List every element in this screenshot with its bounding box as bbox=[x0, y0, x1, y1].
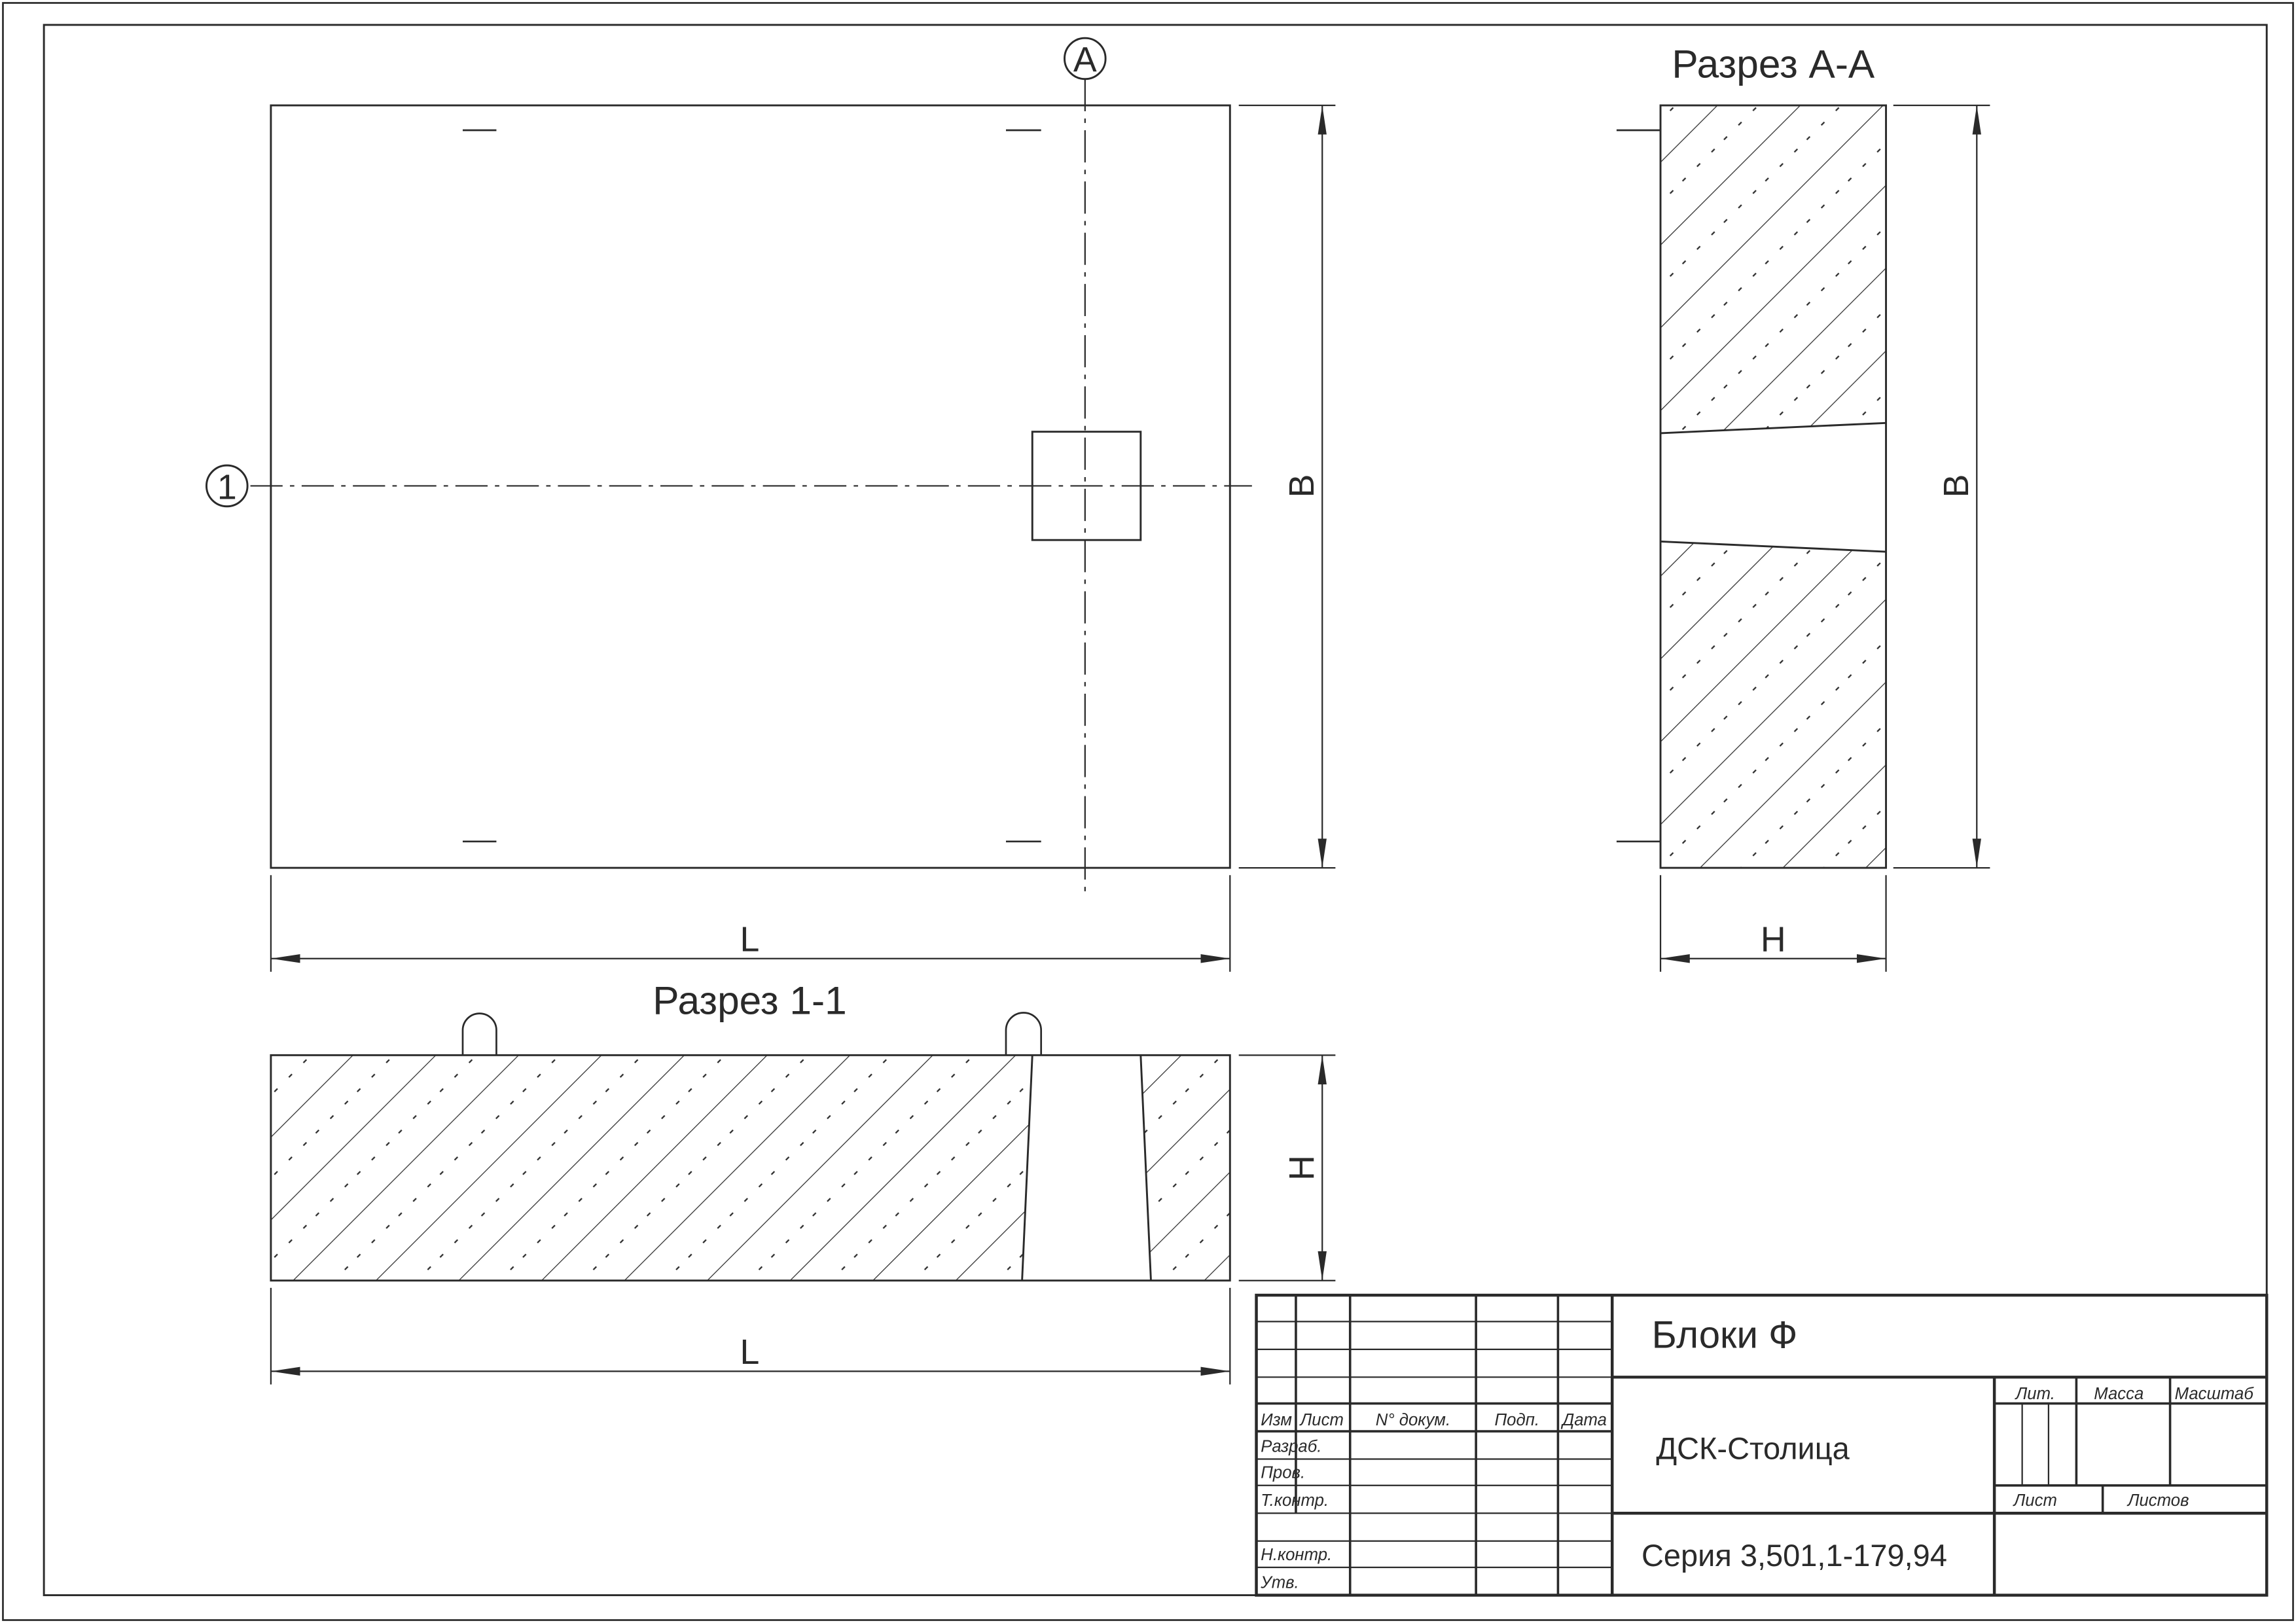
header-date: Дата bbox=[1560, 1411, 1607, 1429]
row-norm-control: Н.контр. bbox=[1261, 1546, 1332, 1564]
plan-view bbox=[205, 37, 1336, 972]
lifting-loop bbox=[461, 1012, 497, 1056]
section-aa bbox=[1616, 104, 1990, 972]
section-aa-hatch-bottom bbox=[1660, 541, 1886, 868]
header-izm: Изм bbox=[1261, 1411, 1292, 1429]
section-11-title: Разрез 1-1 bbox=[653, 978, 846, 1023]
axis-marker-top: A bbox=[1073, 41, 1097, 80]
label-lit: Лит. bbox=[2015, 1385, 2055, 1403]
dim-label-l: L bbox=[740, 1332, 760, 1372]
opening-edge bbox=[1660, 421, 1886, 435]
axis-marker-top-circle bbox=[1064, 37, 1107, 80]
inner-frame bbox=[43, 24, 2268, 1596]
title-block bbox=[1255, 1293, 2269, 1597]
header-list: Лист bbox=[1299, 1411, 1344, 1429]
title-block-headers: Изм Лист N° докум. Подп. Дата bbox=[1261, 1411, 1607, 1429]
header-sign: Подп. bbox=[1495, 1411, 1539, 1429]
axis-marker-left: 1 bbox=[217, 468, 237, 507]
label-sheet: Лист bbox=[2013, 1491, 2057, 1510]
section-11-hatch-right bbox=[1140, 1055, 1230, 1281]
drawing-name: Блоки Ф bbox=[1652, 1314, 1798, 1357]
opening-edge bbox=[1021, 1055, 1033, 1281]
label-mass: Масса bbox=[2094, 1385, 2144, 1403]
row-approved: Утв. bbox=[1260, 1573, 1299, 1592]
dim-label-h: H bbox=[1282, 1155, 1321, 1181]
lifting-loop-marks bbox=[462, 129, 1041, 843]
title-block-border bbox=[1255, 1293, 2269, 1597]
row-checked: Пров. bbox=[1261, 1464, 1305, 1482]
section-11-hatch-left bbox=[270, 1055, 1033, 1281]
row-tech-control: Т.контр. bbox=[1261, 1491, 1329, 1510]
axis-marker-left-circle bbox=[205, 464, 249, 508]
section-aa-outline bbox=[1659, 104, 1888, 869]
lifting-loop bbox=[1005, 1012, 1043, 1056]
section-11-outline bbox=[270, 1054, 1231, 1282]
section-11 bbox=[270, 1012, 1336, 1385]
label-sheets: Листов bbox=[2126, 1491, 2189, 1510]
dim-label-l: L bbox=[740, 920, 760, 959]
dim-label-b: B bbox=[1282, 474, 1321, 498]
row-developed: Разраб. bbox=[1261, 1437, 1321, 1455]
title-block-rows: Разраб. Пров. Т.контр. Н.контр. Утв. bbox=[1260, 1437, 1332, 1592]
opening-edge bbox=[1660, 540, 1886, 553]
dim-label-h: H bbox=[1761, 920, 1786, 959]
dim-label-b: B bbox=[1937, 474, 1976, 498]
section-aa-title: Разрез А-А bbox=[1672, 42, 1875, 86]
organization-name: ДСК-Столица bbox=[1656, 1431, 1850, 1466]
series-number: Серия 3,501,1-179,94 bbox=[1641, 1538, 1947, 1573]
opening-edge bbox=[1139, 1055, 1152, 1281]
section-aa-hatch-top bbox=[1660, 105, 1886, 433]
label-scale: Масштаб bbox=[2175, 1385, 2255, 1403]
title-block-right: Лит. Масса Масштаб Лист Листов bbox=[2013, 1385, 2255, 1510]
header-doc: N° докум. bbox=[1376, 1411, 1450, 1429]
